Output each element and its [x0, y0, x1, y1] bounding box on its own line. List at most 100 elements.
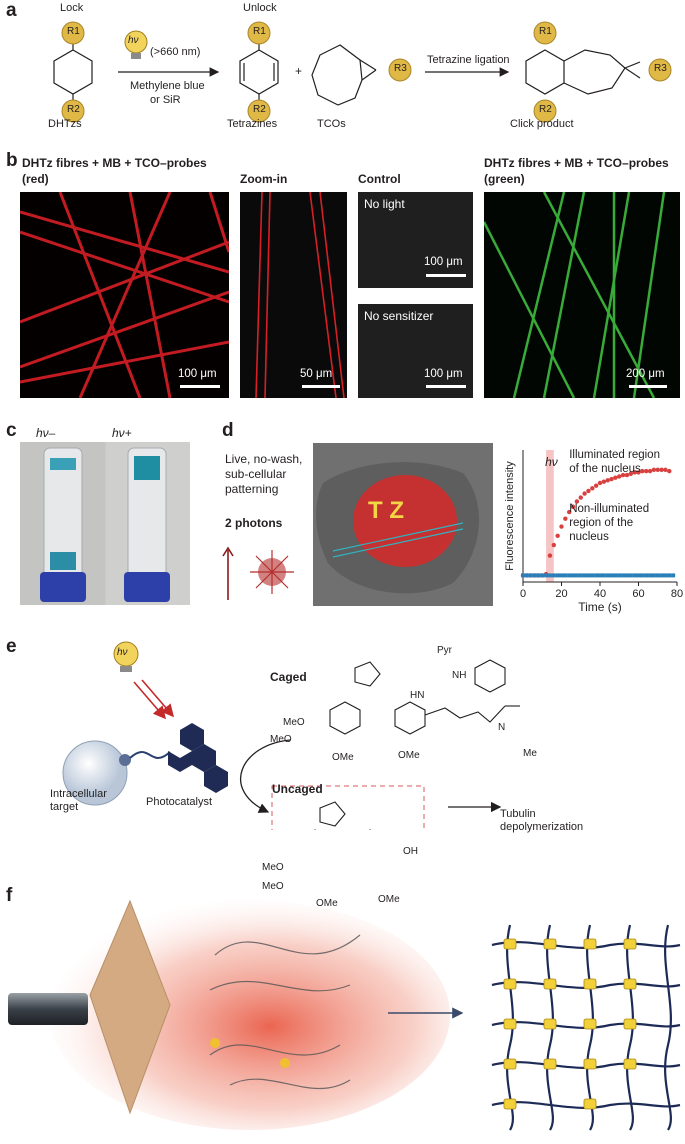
ome-uncaged-2: OMe [378, 894, 400, 905]
tubulin-label-1: Tubulin [500, 808, 536, 820]
red-fibres-svg [20, 192, 229, 398]
data-point-illuminated [632, 470, 637, 475]
data-point-non-illuminated [547, 573, 552, 578]
uncaged-structure [313, 801, 372, 830]
scale-nolight-bar [426, 274, 466, 277]
green-title-2: (green) [484, 172, 525, 186]
panel-e-label: e [6, 636, 17, 657]
data-point-non-illuminated [609, 573, 614, 578]
data-point-illuminated [586, 488, 591, 494]
data-point-non-illuminated [540, 573, 545, 578]
x-tick-label: 40 [594, 588, 606, 600]
data-point-illuminated [655, 467, 660, 472]
photocatalyst-structure [168, 723, 228, 793]
chart-annotation: nucleus [569, 531, 609, 543]
binder-dot [119, 754, 131, 766]
data-point-non-illuminated [601, 573, 606, 578]
polymer-strands [209, 934, 361, 1090]
data-point-non-illuminated [574, 573, 579, 578]
nh-caged: NH [452, 670, 467, 681]
data-point-illuminated [647, 468, 653, 474]
panel-f-label: f [6, 885, 13, 906]
data-point-non-illuminated [613, 573, 618, 578]
plus-sign: + [295, 64, 303, 78]
data-point-non-illuminated [598, 573, 602, 578]
data-point-non-illuminated [671, 573, 676, 578]
panel-a-label: a [6, 0, 17, 21]
tetrazine-structure [239, 44, 279, 100]
hv-plus-label: hν+ [112, 426, 132, 440]
zoom-image: 50 μm [240, 192, 347, 398]
caged-structure [329, 659, 520, 735]
data-point-non-illuminated [559, 573, 564, 578]
data-point-non-illuminated [667, 573, 672, 578]
tco-structure [311, 44, 377, 106]
scale-red-bar [180, 385, 220, 388]
r3-label-1: R3 [394, 63, 407, 74]
data-point-illuminated [547, 553, 553, 558]
photocatalyst-label: Photocatalyst [146, 796, 213, 808]
cell-image: T Z [313, 443, 493, 606]
r1-circle-3 [533, 21, 557, 45]
red-fibres-image: 100 μm [20, 192, 229, 398]
scale-zoom-label: 50 μm [300, 368, 333, 380]
data-point-non-illuminated [571, 573, 576, 578]
n-label: N [498, 722, 506, 733]
uncaged-box [271, 785, 425, 830]
data-point-illuminated [582, 491, 587, 496]
no-sensitizer-label: No sensitizer [364, 309, 434, 323]
data-point-non-illuminated [528, 573, 533, 578]
lens-plate [89, 899, 171, 1115]
data-point-illuminated [613, 475, 618, 480]
data-point-non-illuminated [648, 573, 653, 578]
meo-uncaged-2: MeO [262, 881, 284, 892]
data-point-illuminated [620, 472, 626, 478]
red-title-2: (red) [22, 172, 49, 186]
data-point-illuminated [563, 516, 568, 521]
scale-nosens-bar [426, 385, 466, 388]
meo-caged-2: MeO [270, 734, 292, 745]
data-point-illuminated [559, 524, 564, 529]
data-point-non-illuminated [636, 573, 641, 578]
cell-svg [313, 443, 493, 606]
data-point-non-illuminated [632, 573, 637, 578]
tetrazines-label: Tetrazines [227, 118, 278, 130]
dhtz-structure [53, 44, 93, 100]
hv-highlight-label: hν [545, 455, 558, 469]
zoom-title: Zoom-in [240, 172, 288, 186]
r2-label-1: R2 [67, 104, 80, 115]
vials-svg [20, 442, 190, 605]
panel-d-label: d [222, 420, 234, 441]
vials-photo [20, 442, 190, 605]
dhtzs-label: DHTzs [48, 118, 82, 130]
scale-zoom-bar [302, 385, 340, 388]
data-point-illuminated [593, 483, 599, 488]
r1-circle-2 [247, 21, 271, 45]
burst-icon [250, 550, 294, 594]
tcos-label: TCOs [317, 118, 346, 130]
me-label: Me [523, 748, 537, 759]
data-point-non-illuminated [644, 573, 649, 578]
cell-text-tz: T Z [368, 497, 404, 524]
chart-annotation: of the nucleus [569, 463, 641, 475]
data-point-non-illuminated [655, 573, 660, 578]
no-sensitizer-image: No sensitizer 100 μm [358, 304, 473, 398]
data-point-illuminated [651, 467, 657, 472]
r1-label-3: R1 [539, 26, 552, 37]
data-point-non-illuminated [586, 573, 591, 578]
hv-minus-label: hν– [36, 426, 56, 440]
pyr-label: Pyr [437, 645, 452, 656]
y-axis-label: Fluorescence intensity [504, 461, 516, 571]
data-point-illuminated [644, 468, 649, 474]
r2-circle-3 [533, 99, 557, 123]
data-point-non-illuminated [590, 573, 595, 578]
data-point-illuminated [624, 472, 630, 478]
data-point-illuminated [663, 467, 668, 472]
red-title-1: DHTz fibres + MB + TCO–probes [22, 156, 207, 170]
data-point-non-illuminated [532, 573, 537, 578]
r3-circle-2 [648, 58, 672, 82]
no-light-label: No light [364, 197, 405, 211]
green-title-1: DHTz fibres + MB + TCO–probes [484, 156, 669, 170]
chart-annotation: Non-illuminated [569, 503, 649, 515]
